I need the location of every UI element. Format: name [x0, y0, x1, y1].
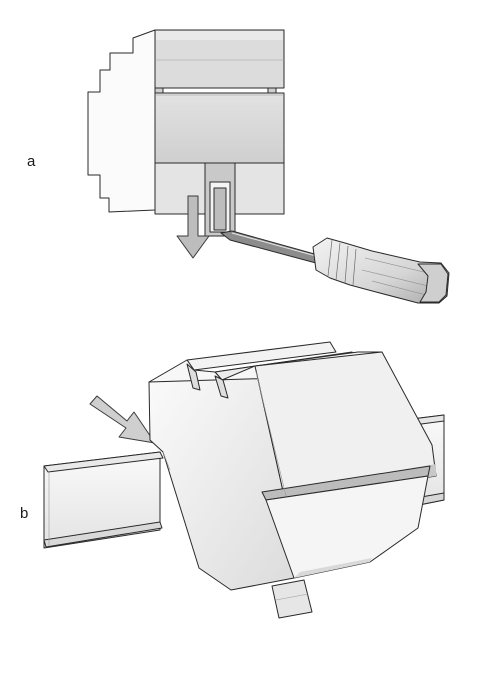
device-a-top-block	[154, 29, 285, 89]
panel-label-a: a	[27, 153, 36, 170]
panel-a-drawing	[87, 29, 450, 304]
panel-b-drawing	[43, 341, 445, 619]
device-b-front-lower	[265, 475, 429, 579]
insert-arrow-icon	[89, 395, 156, 444]
device-a-middle-block	[154, 92, 285, 164]
screwdriver-shaft	[220, 230, 319, 264]
device-a-side-profile	[87, 29, 156, 213]
panel-label-b: b	[20, 505, 29, 522]
device-b-latch-tab	[271, 579, 313, 619]
device-b-front-upper	[254, 351, 437, 501]
down-arrow-icon	[176, 195, 210, 259]
